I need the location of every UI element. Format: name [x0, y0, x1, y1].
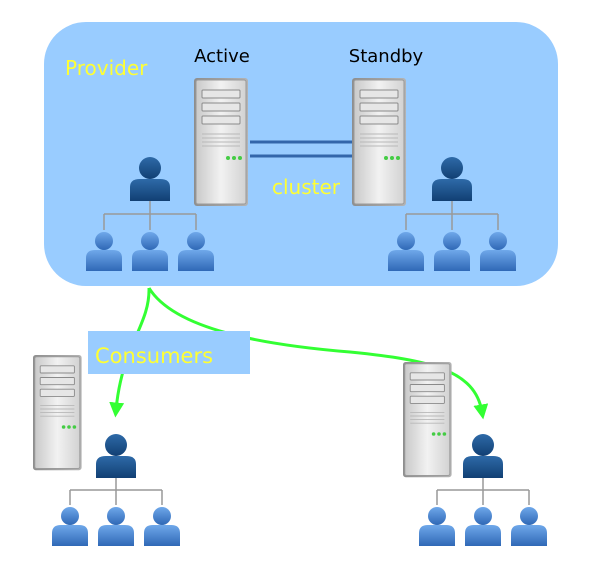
provider-right-tree-lines	[405, 201, 499, 230]
consumer-right-user-icon	[511, 507, 547, 546]
consumer-left-user-icon	[52, 507, 88, 546]
active-label: Active	[194, 46, 250, 67]
cluster-label: cluster	[272, 175, 341, 199]
consumer-right-server-icon	[402, 361, 453, 478]
consumer-right-user-icon	[465, 507, 501, 546]
standby-server-icon	[351, 77, 407, 207]
consumer-left-user-icon	[98, 507, 134, 546]
consumer-left-user-icon	[144, 507, 180, 546]
active-server-icon	[193, 77, 249, 207]
consumer-left-server-icon	[32, 354, 83, 471]
provider-label: Provider	[65, 56, 148, 80]
cluster-link	[250, 140, 356, 158]
provider-region	[44, 22, 558, 286]
consumer-right-admin-icon	[463, 434, 503, 478]
standby-label: Standby	[349, 46, 424, 67]
arrow-to-right-consumer	[147, 287, 489, 420]
consumer-right-tree-lines	[436, 478, 530, 505]
consumers-label-box	[88, 331, 250, 374]
consumers-label: Consumers	[95, 344, 213, 368]
consumer-left-tree-lines	[69, 478, 163, 505]
consumer-right-user-icon	[419, 507, 455, 546]
consumer-left-admin-icon	[96, 434, 136, 478]
provider-left-tree-lines	[103, 201, 197, 230]
